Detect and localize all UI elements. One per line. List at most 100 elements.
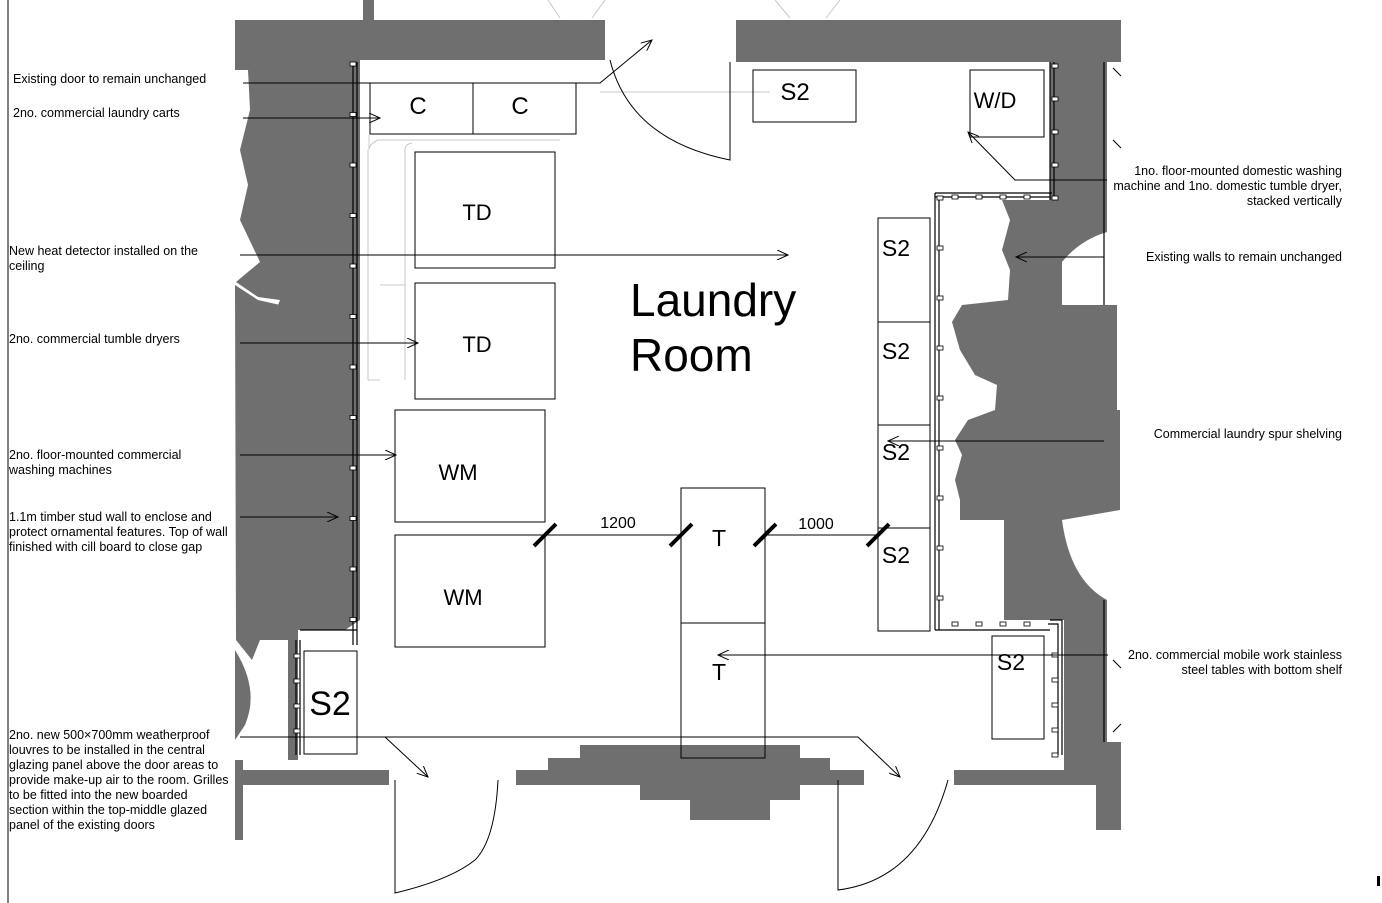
stud-wall-left — [300, 62, 358, 645]
table-1-box — [680, 487, 766, 624]
stud-fixing — [349, 465, 357, 471]
wall-bottom-left-stub — [243, 770, 389, 785]
shelf-bottom-right-box — [991, 635, 1045, 740]
table-1-label: T — [712, 525, 726, 551]
stud-fixing — [293, 728, 301, 734]
note-work-tables: 2no. commercial mobile work stainless st… — [1128, 648, 1342, 677]
washer-2-label: WM — [443, 585, 482, 610]
dimension-1200: 1200 — [600, 515, 636, 532]
note-spur-shelving: Commercial laundry spur shelving — [1153, 427, 1342, 441]
room-title-line-2: Room — [630, 329, 753, 381]
dim-tick-3 — [752, 522, 778, 548]
shelf-right-4-label: S2 — [882, 542, 910, 568]
wall-left-pier — [235, 285, 298, 660]
shelf-right-2-label: S2 — [882, 338, 910, 364]
stud-fixing — [349, 61, 357, 67]
stud-fixing — [951, 194, 959, 200]
stud-fixing — [349, 516, 357, 521]
stud-fixing — [349, 263, 357, 269]
dryer-1-label: TD — [462, 200, 491, 225]
washer-2-box — [394, 534, 546, 648]
wall-top-left — [235, 20, 605, 630]
shelf-top-box — [752, 69, 857, 123]
stud-fixing — [1023, 194, 1031, 200]
doors — [394, 59, 1122, 894]
stud-fixing — [349, 314, 357, 319]
stud-fixing — [936, 395, 944, 401]
stud-fixing — [1051, 752, 1059, 758]
stud-fixing — [349, 566, 357, 572]
stud-fixing — [349, 617, 357, 622]
stud-fixing — [999, 194, 1007, 200]
leader-lines — [240, 40, 1108, 777]
note-louvres: 2no. new 500×700mm weatherproof louvres … — [9, 728, 229, 832]
equipment-labels: C C S2 W/D TD TD WM WM S2 S2 S2 S2 S2 S2… — [309, 79, 1025, 723]
stud-fixing — [975, 194, 983, 200]
stud-fixing — [349, 112, 357, 117]
shelf-top-label: S2 — [780, 79, 809, 106]
stud-fixing — [1051, 702, 1059, 708]
stud-fixing — [1051, 63, 1059, 69]
stud-fixing — [1051, 162, 1059, 168]
room-title-line-1: Laundry — [630, 274, 796, 326]
shelf-right-3-label: S2 — [882, 439, 910, 465]
wall-top-right — [736, 20, 1121, 830]
table-2-label: T — [712, 659, 726, 685]
stud-fixing — [936, 195, 944, 201]
stud-fixing — [349, 415, 357, 420]
door-right-glazed — [1112, 67, 1122, 733]
note-existing-walls: Existing walls to remain unchanged — [1146, 250, 1342, 264]
cart-1-label: C — [409, 93, 426, 120]
door-top-swing — [609, 59, 731, 161]
dim-tick-2 — [668, 522, 694, 548]
dim-tick-4 — [865, 522, 891, 548]
table-2-box — [680, 622, 766, 759]
stud-fixing — [936, 595, 944, 601]
dryer-2-label: TD — [462, 332, 491, 357]
existing-walls — [235, 0, 1121, 840]
wall-bottom-right-stub — [954, 770, 1064, 785]
wd-box — [969, 69, 1045, 138]
stud-fixing — [936, 495, 944, 501]
shelf-bottom-right-label: S2 — [997, 649, 1025, 675]
stud-fixing — [293, 678, 301, 684]
door-bottom-left — [394, 779, 499, 894]
stud-fixing — [349, 364, 357, 370]
stud-fixing — [1051, 195, 1059, 201]
leader-existing-door — [243, 40, 652, 84]
stud-wall-right-lower — [1048, 619, 1063, 755]
stud-fixing — [1051, 677, 1059, 683]
stud-fixing — [936, 295, 944, 301]
stud-fixing — [349, 162, 357, 168]
dryer-1-box — [414, 151, 556, 269]
stud-wall-right — [934, 192, 1052, 631]
door-bottom-right — [837, 779, 949, 891]
wall-bottom-centre — [516, 745, 864, 820]
washer-1-box — [394, 409, 546, 523]
stud-fixing — [1051, 96, 1059, 102]
shelf-right-4-box — [877, 527, 931, 632]
note-laundry-carts: 2no. commercial laundry carts — [13, 106, 180, 120]
stud-fixing — [1023, 621, 1031, 627]
dimension-1000: 1000 — [798, 516, 834, 533]
stud-fixing — [936, 445, 944, 451]
stud-fixing — [951, 621, 959, 627]
note-domestic-stack: 1no. floor-mounted domestic washing mach… — [1113, 164, 1342, 208]
washer-1-label: WM — [438, 460, 477, 485]
stud-wall-bottom-left — [295, 640, 301, 755]
stud-fixing — [975, 621, 983, 627]
shelf-right-1-box — [877, 217, 931, 323]
cart-2-label: C — [511, 93, 528, 120]
stud-fixing — [936, 345, 944, 351]
leader-louvres-right — [385, 736, 900, 777]
wall-chimney-rise — [363, 0, 374, 20]
note-existing-door: Existing door to remain unchanged — [13, 72, 207, 86]
stud-fixing — [1051, 129, 1059, 135]
stud-fixings — [293, 61, 1059, 758]
note-washing-machines: 2no. floor-mounted commercial washing ma… — [9, 448, 182, 477]
note-stud-wall: 1.1m timber stud wall to enclose and pro… — [9, 510, 228, 554]
stud-fixing — [936, 545, 944, 551]
stud-walls — [295, 62, 1105, 755]
dim-tick-1 — [532, 522, 558, 548]
